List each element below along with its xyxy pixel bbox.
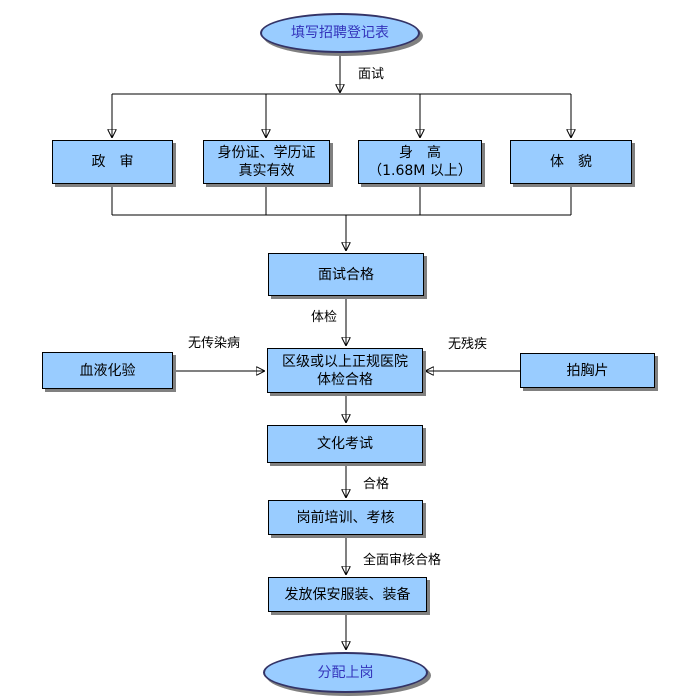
node-appearance: 体 貌 [510,140,632,184]
edge-label-physical-exam: 体检 [310,310,337,325]
edge-label-pass: 合格 [363,477,390,492]
node-start-ellipse: 填写招聘登记表 [260,13,420,53]
node-pre-job-training: 岗前培训、考核 [268,500,423,535]
edge-label-no-infectious-disease: 无传染病 [188,336,241,351]
node-end-ellipse: 分配上岗 [263,652,428,693]
node-appearance-label: 体 貌 [550,154,592,170]
node-credentials: 身份证、学历证 真实有效 [203,140,330,184]
node-hospital-check-line1: 区级或以上正规医院 [282,353,408,370]
node-political-review-label: 政 审 [91,154,134,170]
edge-label-full-review-pass: 全面审核合格 [363,553,442,568]
node-uniform-issue-label: 发放保安服装、装备 [284,586,411,603]
node-uniform-issue: 发放保安服装、装备 [268,577,427,612]
node-culture-exam-label: 文化考试 [317,436,373,452]
node-end-label: 分配上岗 [317,664,374,681]
node-height-line2: （1.68M 以上） [368,163,472,179]
node-interview-pass-label: 面试合格 [318,266,374,283]
edge-label-no-disability: 无残疾 [448,337,488,352]
node-blood-test: 血液化验 [42,352,173,389]
node-height-line1: 身 高 [399,145,441,161]
node-interview-pass: 面试合格 [268,253,424,296]
node-chest-xray-label: 拍胸片 [566,362,609,379]
edge-label-interview: 面试 [358,67,385,82]
node-blood-test-label: 血液化验 [79,362,136,379]
node-chest-xray: 拍胸片 [520,353,655,388]
node-credentials-line2: 真实有效 [238,163,295,179]
node-hospital-check-line2: 体检合格 [317,371,373,388]
node-height-requirement: 身 高 （1.68M 以上） [358,140,482,184]
node-credentials-line1: 身份证、学历证 [217,145,316,161]
node-hospital-check: 区级或以上正规医院 体检合格 [267,348,423,393]
node-pre-job-training-label: 岗前培训、考核 [296,509,395,526]
node-culture-exam: 文化考试 [267,425,423,463]
node-political-review: 政 审 [52,140,173,184]
node-start-label: 填写招聘登记表 [291,25,389,41]
